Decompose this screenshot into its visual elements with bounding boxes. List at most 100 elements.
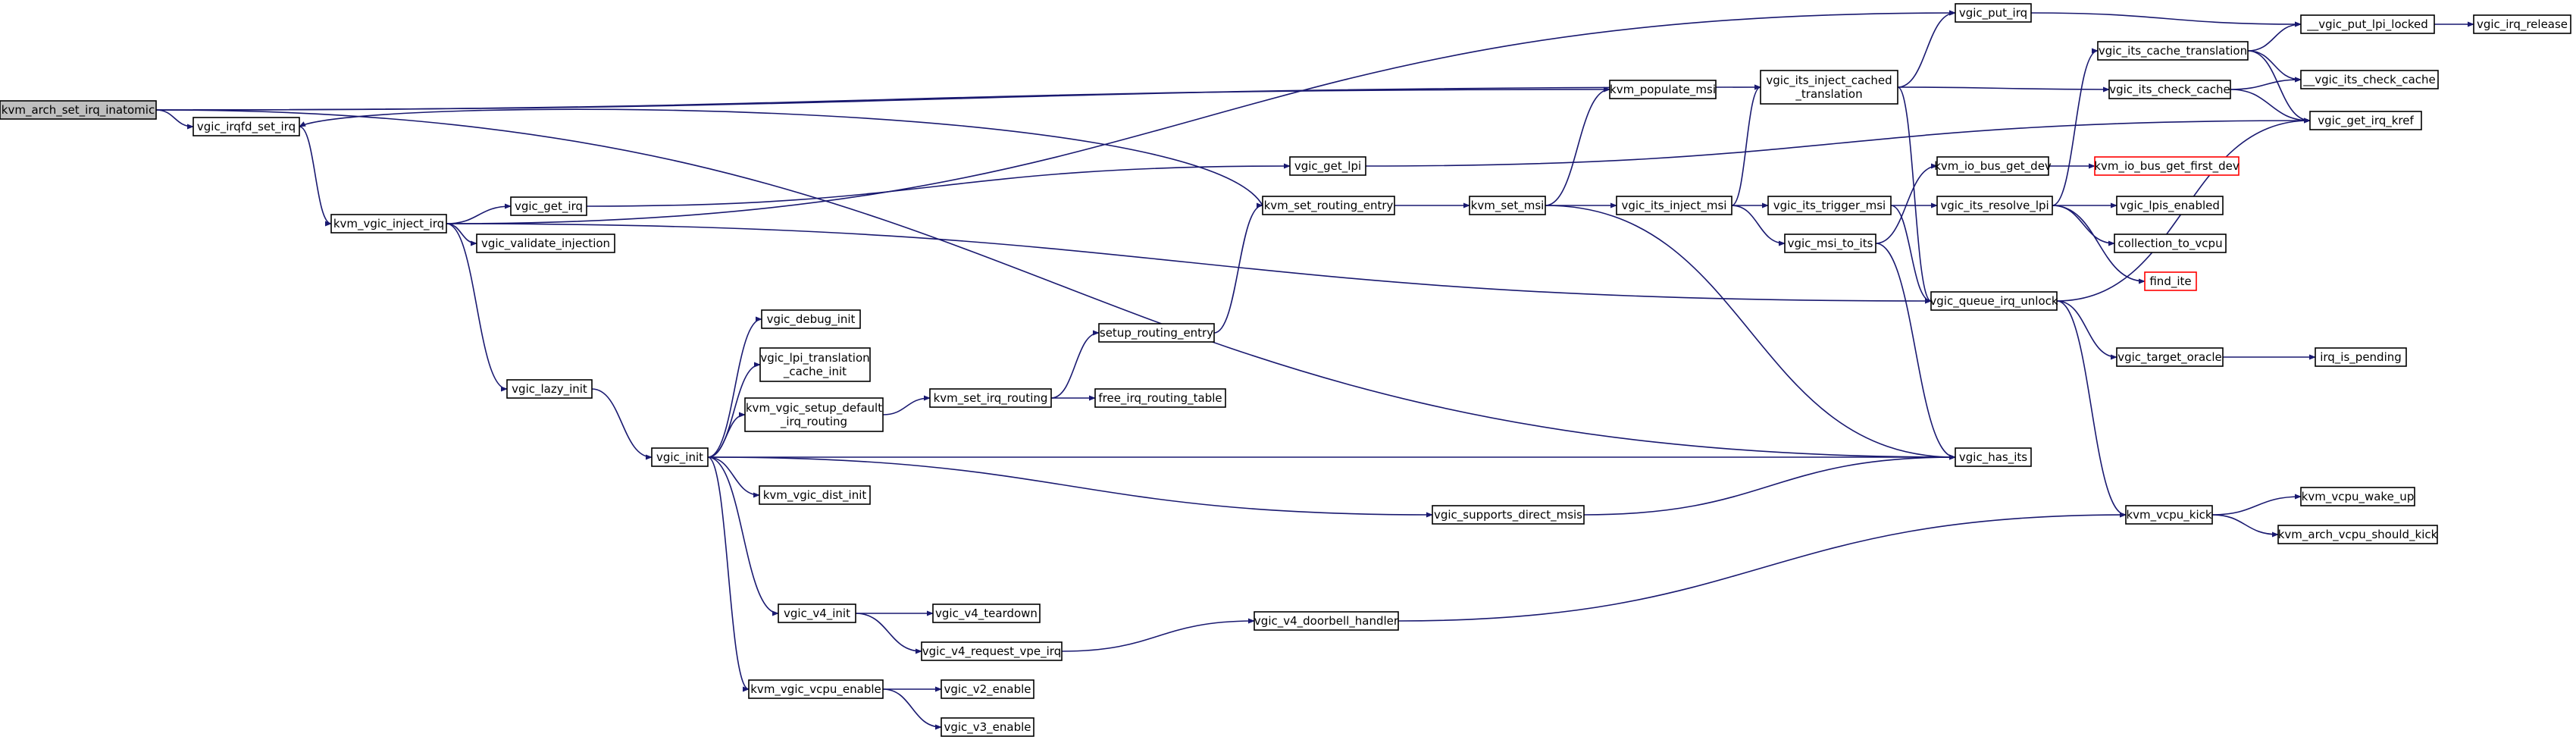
node-vgic_supports_direct_msis[interactable]: vgic_supports_direct_msis [1432, 505, 1585, 525]
node-kvm_vcpu_wake_up[interactable]: kvm_vcpu_wake_up [2300, 487, 2415, 506]
edge-vgic_init-to-kvm_vgic_vcpu_enable [707, 456, 750, 692]
node-vgic_its_trigger_msi[interactable]: vgic_its_trigger_msi [1767, 196, 1892, 215]
node-box [1094, 388, 1226, 408]
node-vgic_its_check_cache[interactable]: vgic_its_check_cache [2108, 80, 2231, 99]
node-find_ite[interactable]: find_ite [2144, 271, 2197, 291]
node-vgic_irqfd_set_irq[interactable]: vgic_irqfd_set_irq [192, 117, 300, 136]
node-vgic_its_cache_translation[interactable]: vgic_its_cache_translation [2097, 41, 2249, 61]
edge-kvm_vgic_inject_irq-to-vgic_get_irq [446, 203, 512, 224]
edge-kvm_vgic_vcpu_enable-to-vgic_v3_enable [882, 688, 942, 730]
node-vgic_check_cache[interactable]: __vgic_its_check_cache [2300, 70, 2439, 89]
node-vgic_irq_release[interactable]: vgic_irq_release [2473, 14, 2571, 34]
node-box [476, 234, 615, 253]
node-box [2116, 196, 2224, 215]
node-label: kvm_vgic_dist_init [763, 488, 867, 503]
node-box [1767, 196, 1892, 215]
node-label: vgic_its_resolve_lpi [1940, 199, 2049, 213]
node-vgic_lpi_translation_cache_init[interactable]: vgic_lpi_translation_cache_init [759, 347, 871, 382]
node-vgic_v2_enable[interactable]: vgic_v2_enable [941, 679, 1034, 699]
node-vgic_v4_init[interactable]: vgic_v4_init [778, 603, 856, 623]
node-label: vgic_v2_enable [944, 682, 1031, 697]
node-box [759, 347, 871, 382]
node-label: vgic_init [656, 450, 703, 465]
node-vgic_its_inject_cached_translation[interactable]: vgic_its_inject_cached_translation [1760, 70, 1898, 105]
node-vgic_validate_injection[interactable]: vgic_validate_injection [476, 234, 615, 253]
node-collection_to_vcpu[interactable]: collection_to_vcpu [2114, 234, 2227, 253]
node-vgic_get_lpi[interactable]: vgic_get_lpi [1289, 156, 1366, 176]
node-vgic_get_irq[interactable]: vgic_get_irq [510, 196, 587, 216]
node-label: vgic_lpi_translation [760, 351, 869, 365]
edge-vgic_msi_to_its-to-kvm_io_bus_get_dev [1875, 163, 1938, 244]
node-vgic_target_oracle[interactable]: vgic_target_oracle [2116, 347, 2224, 367]
node-kvm_io_bus_get_first_dev[interactable]: kvm_io_bus_get_first_dev [2094, 156, 2240, 176]
node-kvm_vgic_dist_init[interactable]: kvm_vgic_dist_init [759, 485, 871, 505]
edge-vgic_lazy_init-to-vgic_init [591, 388, 653, 460]
node-irq_is_pending[interactable]: irq_is_pending [2315, 347, 2407, 367]
node-box [1955, 447, 2032, 467]
node-kvm_arch_set_irq_inatomic[interactable]: kvm_arch_set_irq_inatomic [0, 100, 157, 120]
node-box [651, 447, 709, 467]
node-label: vgic_queue_irq_unlock [1930, 294, 2058, 309]
node-kvm_populate_msi[interactable]: kvm_populate_msi [1609, 80, 1717, 99]
node-box [761, 309, 861, 329]
edge-vgic_init-to-vgic_v4_init [707, 456, 779, 616]
node-box [921, 641, 1063, 661]
node-vgic_queue_irq_unlock[interactable]: vgic_queue_irq_unlock [1930, 291, 2058, 311]
edge-vgic_its_check_cache-to-vgic_get_irq_kref [2230, 89, 2311, 124]
node-vgic_get_irq_kref[interactable]: vgic_get_irq_kref [2309, 111, 2422, 130]
edge-kvm_set_msi-to-vgic_has_its [1545, 205, 1956, 460]
node-vgic_init[interactable]: vgic_init [651, 447, 709, 467]
edge-vgic_get_irq-to-vgic_get_lpi [586, 163, 1291, 207]
node-kvm_set_routing_entry[interactable]: kvm_set_routing_entry [1262, 196, 1395, 215]
node-label: kvm_vgic_setup_default [746, 401, 882, 415]
node-kvm_set_irq_routing[interactable]: kvm_set_irq_routing [929, 388, 1052, 408]
node-vgic_v4_request_vpe_irq[interactable]: vgic_v4_request_vpe_irq [921, 641, 1063, 661]
node-setup_routing_entry[interactable]: setup_routing_entry [1098, 323, 1215, 343]
node-vgic_has_its[interactable]: vgic_has_its [1955, 447, 2032, 467]
edge-kvm_arch_set_irq_inatomic-to-vgic_irqfd_set_irq [155, 109, 194, 130]
node-kvm_vcpu_kick[interactable]: kvm_vcpu_kick [2125, 505, 2213, 525]
node-box [506, 379, 593, 399]
node-kvm_vgic_setup_default_irq_routing[interactable]: kvm_vgic_setup_default_irq_routing [744, 397, 884, 432]
node-label: setup_routing_entry [1100, 326, 1213, 340]
node-vgic_lazy_init[interactable]: vgic_lazy_init [506, 379, 593, 399]
node-label: vgic_has_its [1959, 450, 2027, 465]
edge-vgic_queue_irq_unlock-to-vgic_target_oracle [2056, 300, 2117, 360]
node-vgic_debug_init[interactable]: vgic_debug_init [761, 309, 861, 329]
edge-vgic_init-to-kvm_vgic_setup_default_irq_routing [707, 412, 746, 458]
edge-vgic_its_inject_msi-to-vgic_its_inject_cached_translation [1731, 84, 1761, 206]
node-kvm_arch_vcpu_should_kick[interactable]: kvm_arch_vcpu_should_kick [2277, 525, 2438, 544]
node-free_irq_routing_table[interactable]: free_irq_routing_table [1094, 388, 1226, 408]
node-label: vgic_v3_enable [944, 720, 1031, 735]
node-kvm_io_bus_get_dev[interactable]: kvm_io_bus_get_dev [1934, 156, 2052, 176]
node-box [1469, 196, 1546, 215]
node-vgic_its_inject_msi[interactable]: vgic_its_inject_msi [1616, 196, 1732, 215]
node-box [1955, 3, 2032, 23]
node-kvm_vgic_vcpu_enable[interactable]: kvm_vgic_vcpu_enable [748, 679, 884, 699]
node-box [2300, 70, 2439, 89]
node-vgic_put_lpi_locked[interactable]: __vgic_put_lpi_locked [2300, 14, 2435, 34]
edge-kvm_vgic_setup_default_irq_routing-to-kvm_set_irq_routing [882, 395, 931, 415]
edge-vgic_supports_direct_msis-to-vgic_has_its [1583, 454, 1956, 516]
node-vgic_msi_to_its[interactable]: vgic_msi_to_its [1784, 234, 1876, 253]
edge-vgic_its_resolve_lpi-to-collection_to_vcpu [2052, 205, 2115, 246]
node-vgic_v4_doorbell_handler[interactable]: vgic_v4_doorbell_handler [1254, 611, 1399, 631]
node-vgic_put_irq[interactable]: vgic_put_irq [1955, 3, 2032, 23]
node-label: vgic_msi_to_its [1788, 237, 1873, 251]
edge-vgic_v4_init-to-vgic_v4_request_vpe_irq [855, 613, 922, 654]
node-box [192, 117, 300, 136]
node-label: kvm_set_irq_routing [934, 391, 1048, 406]
edge-setup_routing_entry-to-kvm_set_routing_entry [1213, 202, 1263, 334]
node-vgic_lpis_enabled[interactable]: vgic_lpis_enabled [2116, 196, 2224, 215]
node-kvm_set_msi[interactable]: kvm_set_msi [1469, 196, 1546, 215]
node-label: vgic_its_check_cache [2109, 83, 2230, 97]
node-label: kvm_arch_set_irq_inatomic [2, 103, 155, 118]
edge-vgic_its_inject_msi-to-vgic_msi_to_its [1731, 205, 1786, 246]
node-label: vgic_its_inject_msi [1622, 199, 1727, 213]
node-box [2315, 347, 2407, 367]
node-kvm_vgic_inject_irq[interactable]: kvm_vgic_inject_irq [330, 214, 447, 234]
node-vgic_v3_enable[interactable]: vgic_v3_enable [941, 717, 1034, 737]
node-vgic_v4_teardown[interactable]: vgic_v4_teardown [932, 603, 1041, 623]
node-vgic_its_resolve_lpi[interactable]: vgic_its_resolve_lpi [1936, 196, 2053, 215]
